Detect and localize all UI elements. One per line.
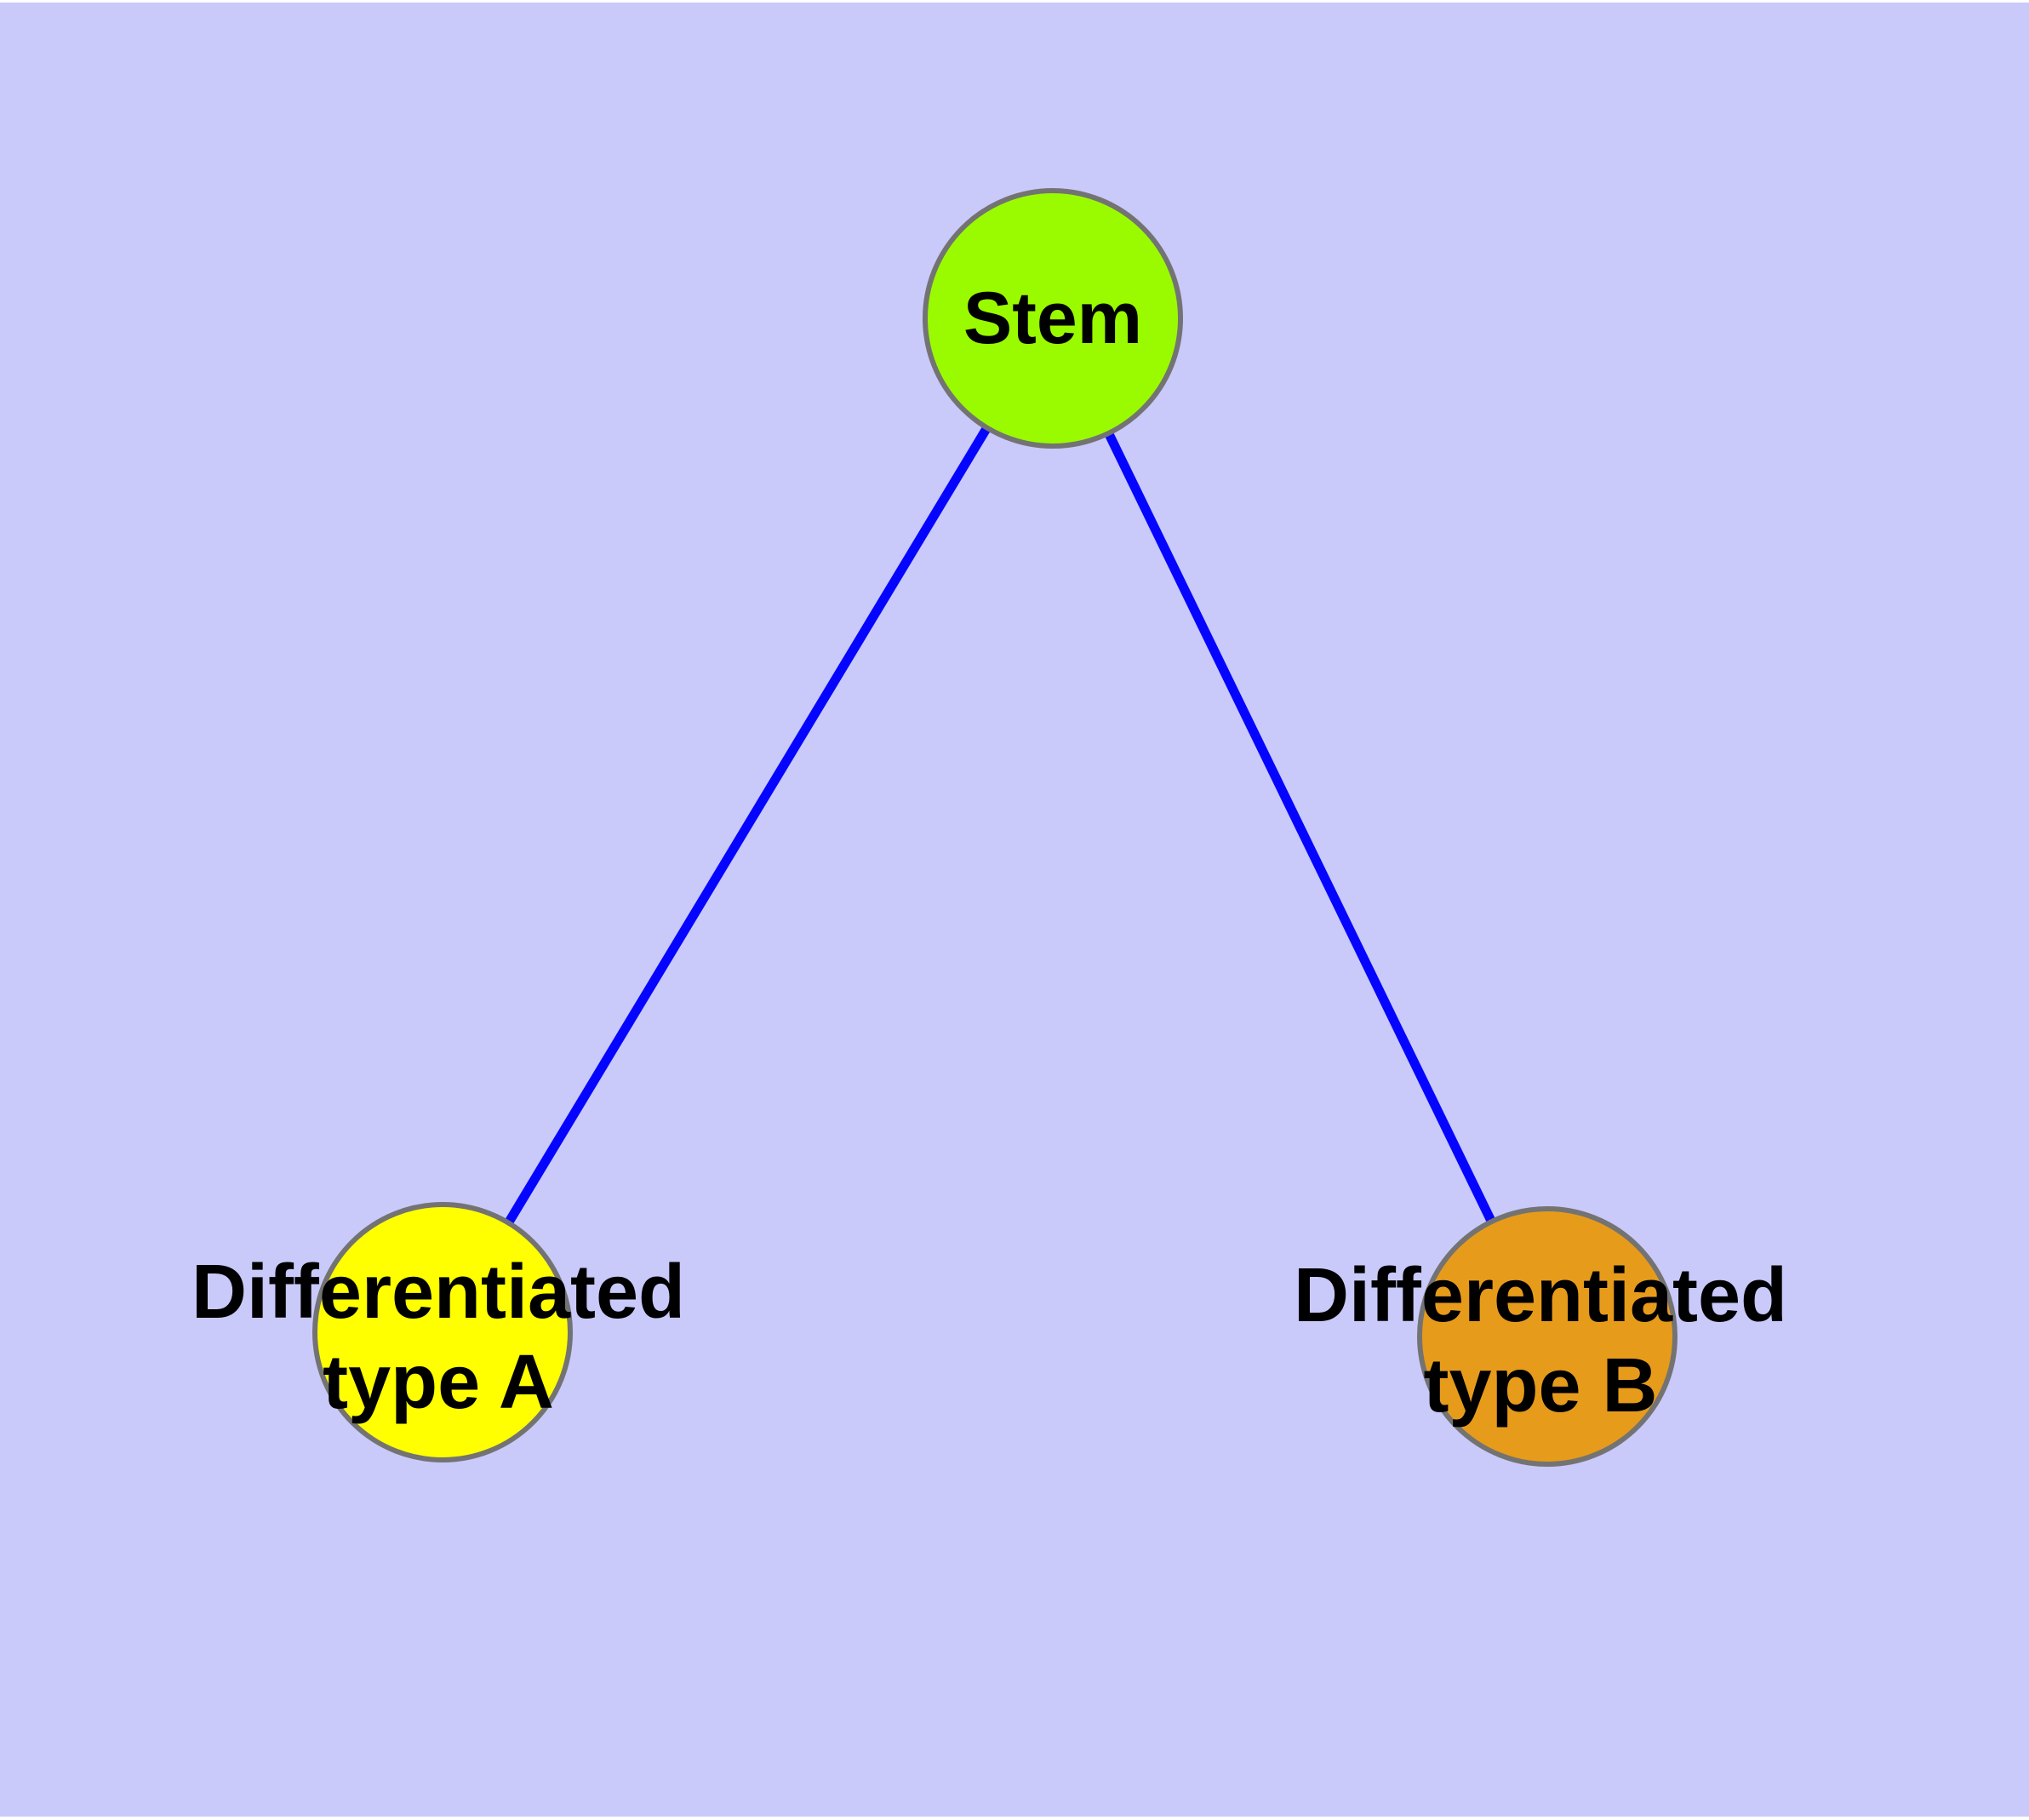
- node-type-b-label-line2: type B: [1423, 1343, 1657, 1428]
- node-type-a-label-line2: type A: [323, 1340, 554, 1425]
- edge-stem-to-type-b: [1049, 316, 1552, 1339]
- node-type-a: [312, 1202, 573, 1462]
- node-type-b: [1417, 1206, 1677, 1467]
- node-stem: [923, 188, 1183, 449]
- node-group: [312, 188, 1677, 1467]
- label-group: Stem Differentiated type A Differentiate…: [191, 278, 1787, 1428]
- node-stem-label: Stem: [963, 278, 1142, 359]
- node-type-b-label-line1: Differentiated: [1294, 1253, 1787, 1338]
- edge-group: [438, 316, 1552, 1339]
- node-type-a-label-line1: Differentiated: [191, 1250, 685, 1335]
- edge-stem-to-type-a: [438, 316, 1057, 1335]
